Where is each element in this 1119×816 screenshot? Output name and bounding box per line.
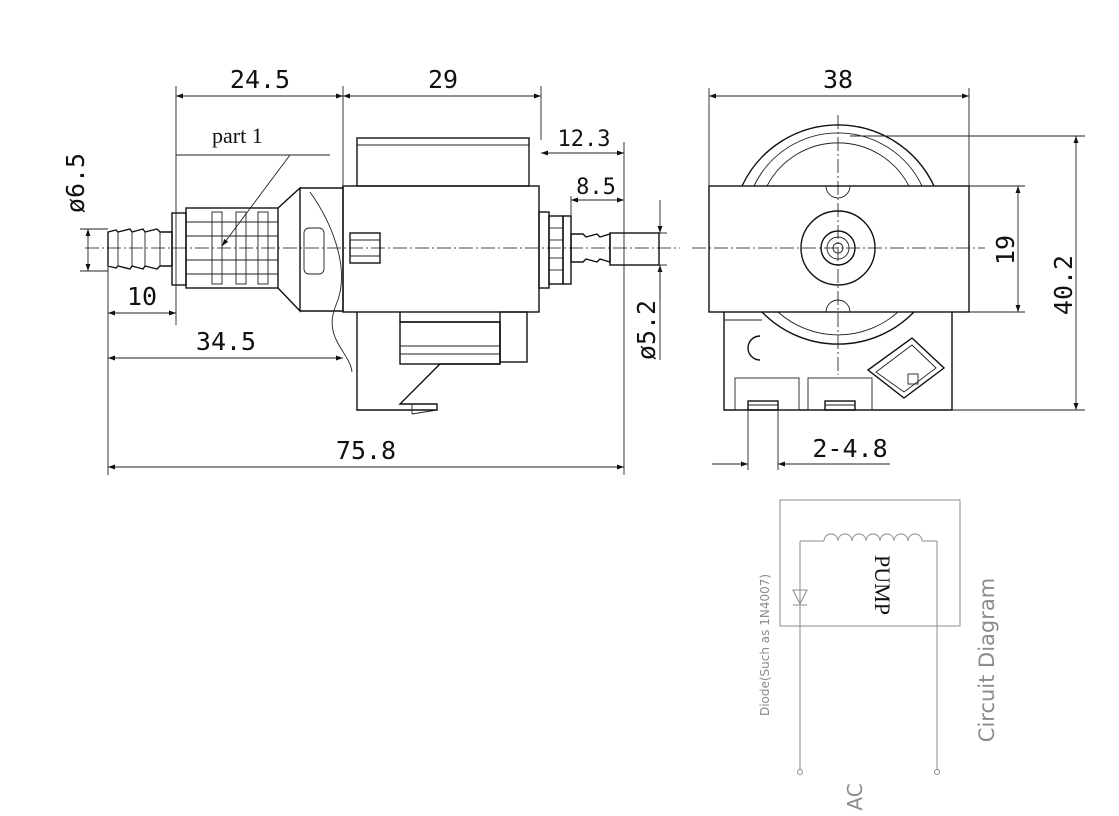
diode-label: Diode(Such as 1N4007) — [758, 574, 772, 716]
dim-40-2: 40.2 — [1049, 255, 1078, 315]
inlet-barb — [107, 228, 173, 270]
dim-29: 29 — [428, 65, 458, 94]
diode-symbol — [792, 589, 808, 606]
dim-24-5: 24.5 — [230, 65, 290, 94]
front-view: 38 19 40.2 2-4.8 — [692, 65, 1085, 470]
circuit-frame — [779, 499, 961, 627]
circuit-diagram: PUMP Diode(Such as 1N4007) Circuit Diagr… — [758, 499, 999, 811]
dim-12-3: 12.3 — [558, 127, 611, 152]
inlet-body — [171, 186, 344, 313]
dim-38: 38 — [823, 65, 853, 94]
ac-terminal-right — [934, 769, 940, 775]
hub — [800, 210, 876, 286]
side-extension-lines — [80, 86, 667, 475]
pump-label: PUMP — [870, 555, 895, 615]
dim-diameter-6-5: ø6.5 — [61, 153, 90, 213]
outlet-barb — [538, 211, 660, 289]
front-extension-lines — [708, 88, 1085, 470]
dim-75-8: 75.8 — [336, 436, 396, 465]
side-dimension-lines — [85, 93, 663, 470]
circuit-title: Circuit Diagram — [975, 578, 999, 742]
front-body — [708, 185, 970, 313]
motor-housing — [309, 137, 540, 415]
part-1-label: part 1 — [212, 123, 263, 148]
side-view: 24.5 29 12.3 8.5 ø6.5 10 34.5 ø5.2 75.8 … — [61, 65, 680, 475]
front-dimension-lines — [709, 93, 1079, 467]
dim-34-5: 34.5 — [196, 327, 256, 356]
dim-diameter-5-2: ø5.2 — [632, 300, 661, 360]
dim-19: 19 — [991, 235, 1020, 265]
pump-coil — [800, 533, 937, 542]
dim-8-5: 8.5 — [576, 175, 616, 200]
dim-10: 10 — [127, 282, 157, 311]
ac-terminal-left — [797, 769, 803, 775]
front-base — [723, 312, 953, 411]
ac-label: AC — [843, 783, 867, 810]
round-housing — [741, 124, 935, 345]
dim-2-4-8: 2-4.8 — [812, 434, 887, 463]
